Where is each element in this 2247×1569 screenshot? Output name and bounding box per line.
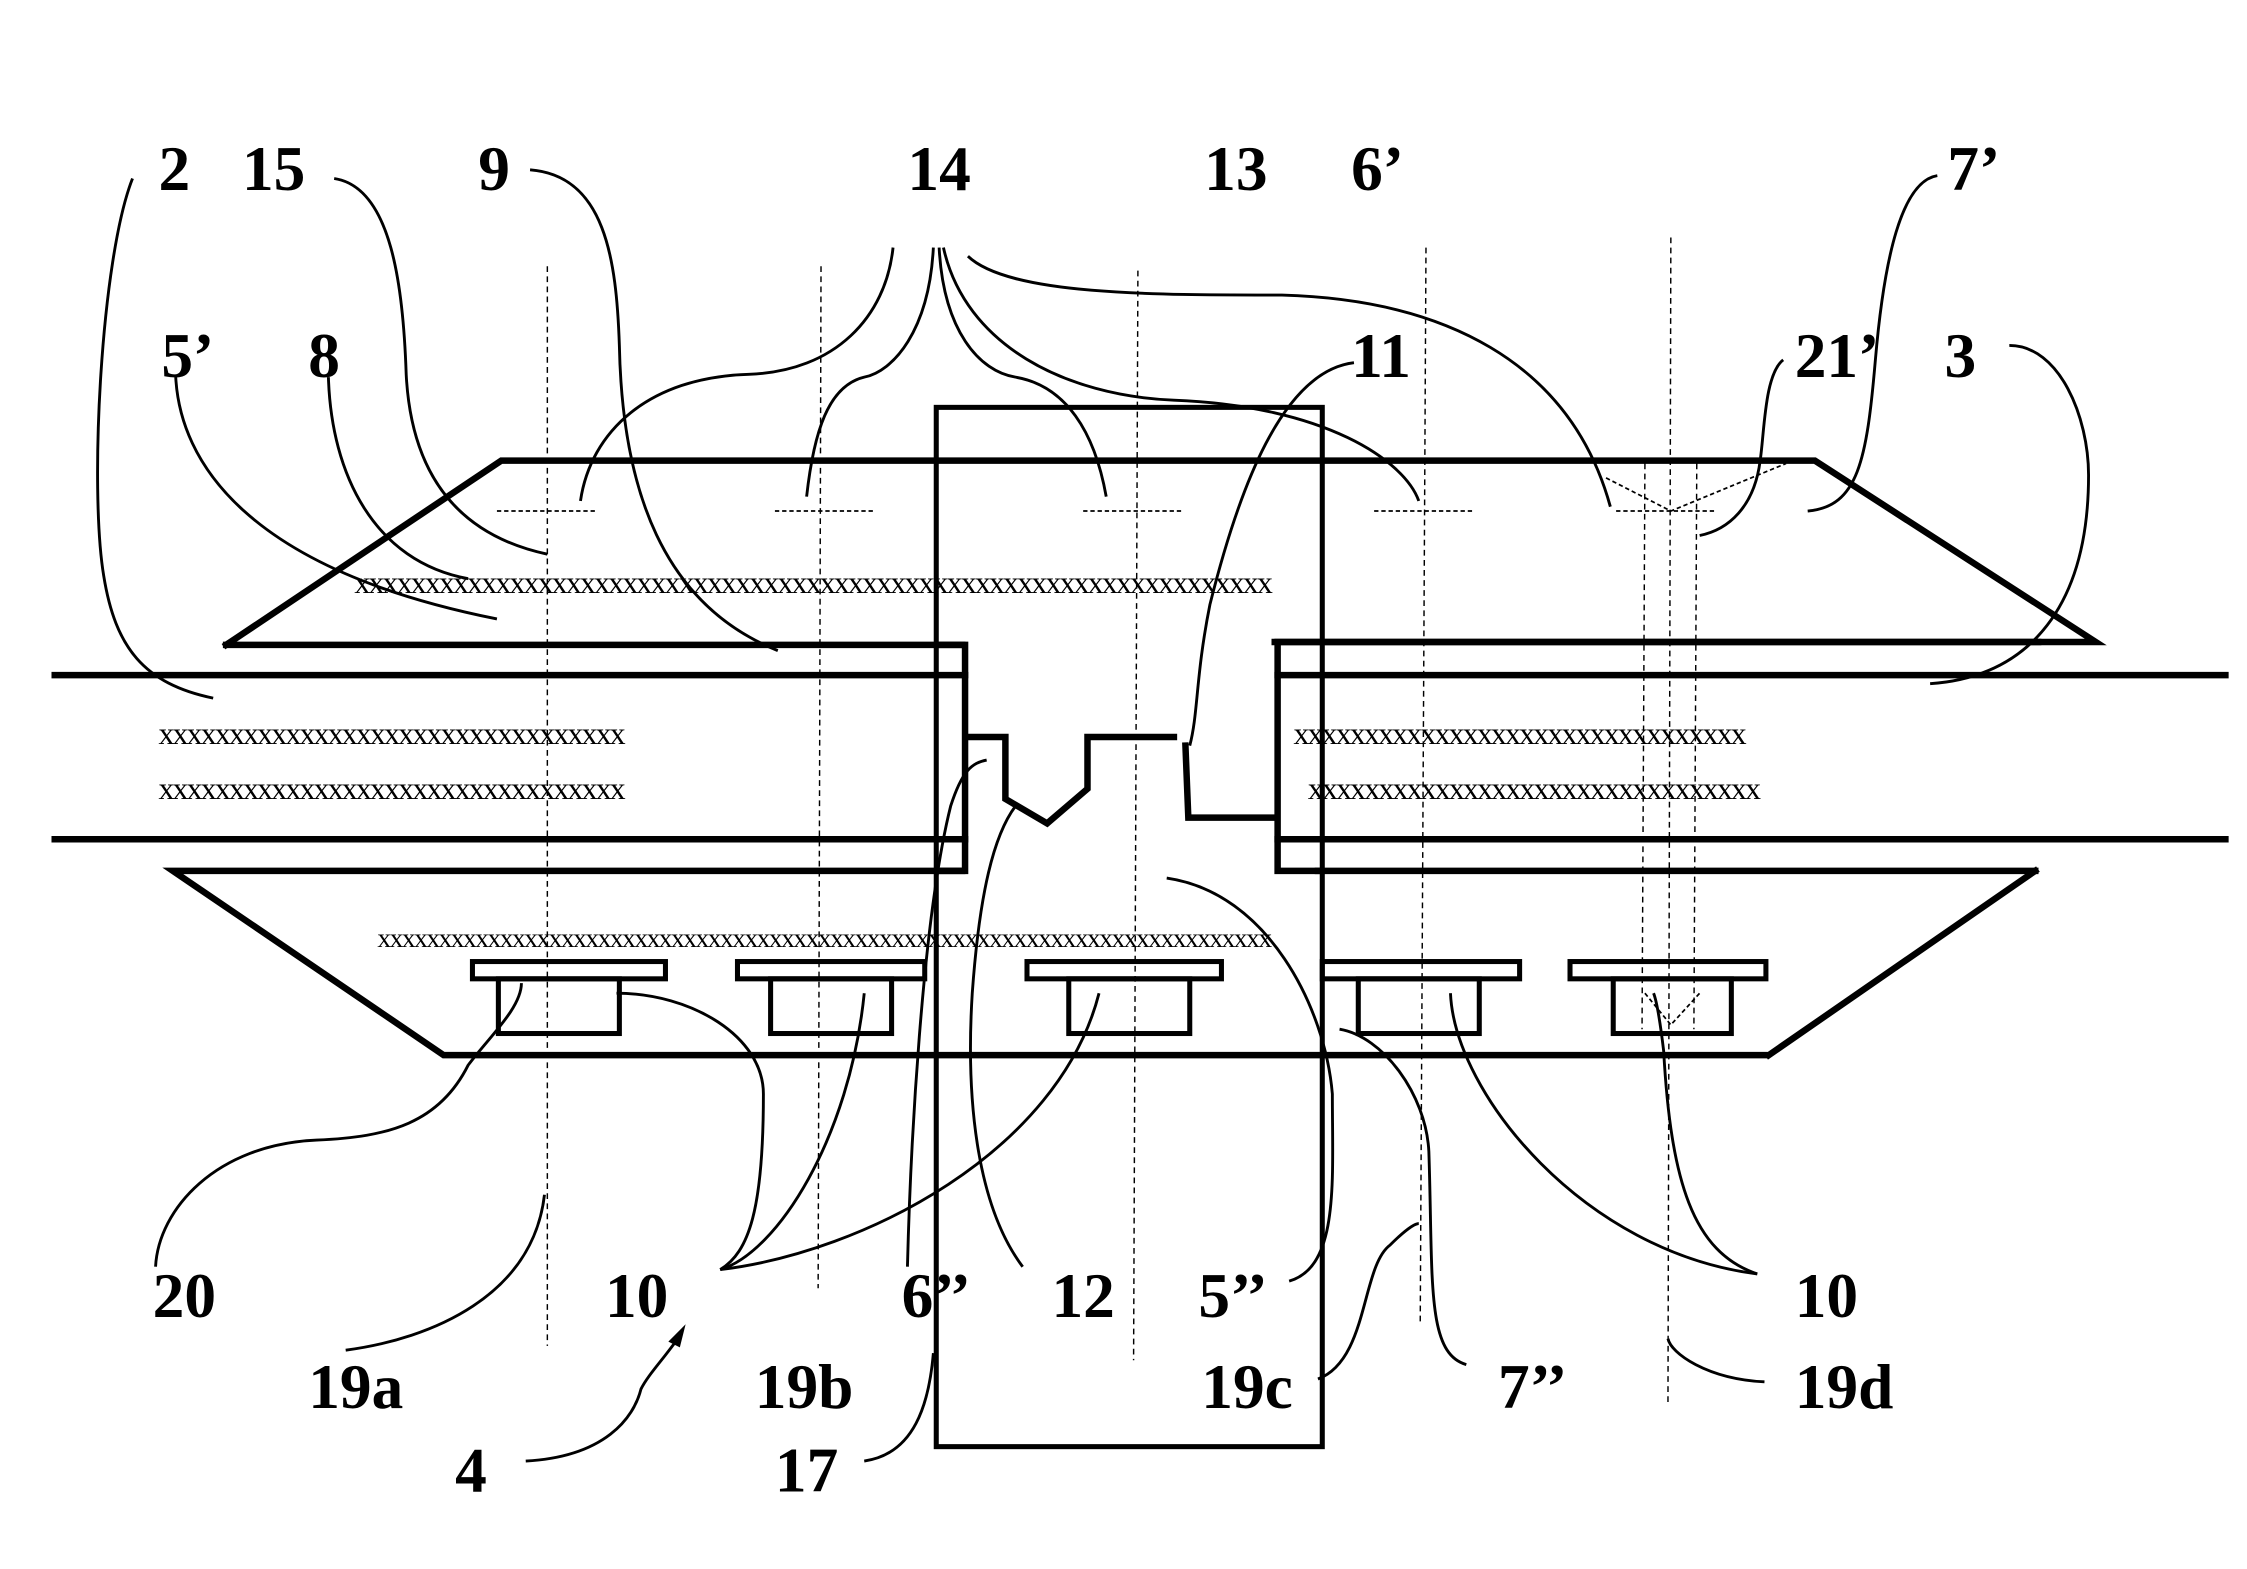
leader-19a: [345, 1194, 546, 1352]
leader-6pp: [906, 758, 987, 1267]
fastener-4: [1319, 959, 1523, 1037]
ref-11: 11: [1351, 321, 1411, 391]
ref-21-prime: 21’: [1795, 321, 1879, 391]
fastener-head: [469, 959, 668, 982]
leader-3: [1930, 344, 2090, 686]
leader-10b-1: [1449, 993, 1758, 1276]
countersink-hint-upper: [1605, 462, 1787, 512]
ref-5-double-prime: 5’’: [1198, 1261, 1267, 1331]
hatch-strip-right-1: xxxxxxxxxxxxxxxxxxxxxxxxxxxxxxxx: [1293, 716, 1746, 751]
ref-9: 9: [478, 134, 510, 204]
leader-14-b: [805, 247, 935, 497]
leader-lines: [96, 168, 2090, 1463]
hatch-lower-member: xxxxxxxxxxxxxxxxxxxxxxxxxxxxxxxxxxxxxxxx…: [377, 923, 1272, 953]
leader-11: [1188, 361, 1355, 746]
fasteners: [469, 959, 1769, 1037]
ref-19a: 19a: [308, 1352, 403, 1422]
axis-line-19c: [1419, 247, 1427, 1325]
ref-7-prime: 7’: [1947, 134, 2000, 204]
ref-3: 3: [1945, 321, 1977, 391]
leader-8: [326, 377, 469, 581]
fastener-shank: [495, 976, 622, 1037]
arrowhead-4: [668, 1324, 686, 1348]
leader-2: [96, 177, 214, 700]
ref-8: 8: [308, 321, 340, 391]
leader-19c: [1317, 1222, 1420, 1381]
ref-6-prime: 6’: [1351, 134, 1404, 204]
ref-2: 2: [158, 134, 190, 204]
axis-line-center: [1132, 270, 1139, 1361]
ref-20: 20: [153, 1261, 216, 1331]
axis-line-19d-left: [1641, 463, 1646, 1030]
keyed-profile: [966, 733, 1178, 828]
axis-lines: [546, 237, 1698, 1404]
lower-member-outline: [162, 867, 1768, 1059]
hatch-strip-left-2: xxxxxxxxxxxxxxxxxxxxxxxxxxxxxxxxx: [158, 771, 625, 806]
ref-13: 13: [1204, 134, 1267, 204]
ref-4: 4: [455, 1435, 487, 1505]
right-channel-wall: [1274, 638, 2042, 875]
fastener-shank: [1066, 976, 1193, 1037]
axis-line-19d: [1667, 237, 1672, 1404]
leader-14-c: [937, 247, 1108, 497]
ref-12: 12: [1051, 1261, 1114, 1331]
reference-numerals: 2 15 9 14 13 6’ 7’ 5’ 8 11 21’ 3 20 10 6…: [153, 134, 2001, 1505]
ref-19d: 19d: [1795, 1352, 1894, 1422]
leader-7p: [1807, 174, 1938, 513]
hatch-strip-right-2: xxxxxxxxxxxxxxxxxxxxxxxxxxxxxxxx: [1308, 771, 1761, 806]
hatch-strip-left-1: xxxxxxxxxxxxxxxxxxxxxxxxxxxxxxxxx: [158, 716, 625, 751]
ref-15: 15: [242, 134, 305, 204]
fastener-shank: [768, 976, 895, 1037]
ref-7-double-prime: 7’’: [1498, 1352, 1567, 1422]
ref-17: 17: [775, 1435, 838, 1505]
fastener-3: [1024, 959, 1224, 1037]
fastener-1: [469, 959, 668, 1037]
ref-19b: 19b: [755, 1352, 854, 1422]
ref-10-right: 10: [1795, 1261, 1858, 1331]
leader-7pp: [1339, 1027, 1467, 1366]
leader-10b-2: [1652, 992, 1758, 1276]
leader-5pp: [1166, 876, 1335, 1283]
leader-20: [154, 983, 523, 1267]
insert-body: [933, 404, 1325, 1450]
leader-9: [529, 168, 779, 652]
fastener-head: [1567, 959, 1769, 982]
axis-line-19d-right: [1693, 463, 1698, 1030]
fastener-head: [1319, 959, 1523, 982]
leader-10a-1: [616, 991, 765, 1271]
fastener-shank: [1610, 976, 1734, 1037]
fastener-shank: [1355, 976, 1482, 1037]
leader-14-e: [966, 255, 1612, 508]
leader-17: [864, 1352, 935, 1463]
leader-4: [525, 1334, 682, 1463]
ref-6-double-prime: 6’’: [902, 1261, 971, 1331]
fastener-head: [1024, 959, 1224, 982]
fastener-2: [734, 959, 928, 1037]
upper-member-outline: [221, 457, 2107, 650]
lower-member-right-slant: [1764, 866, 2040, 1060]
fastener-head: [734, 959, 928, 982]
ref-14: 14: [907, 134, 970, 204]
leader-14-d: [942, 247, 1421, 502]
leader-10a-2: [719, 993, 866, 1271]
ref-5-prime: 5’: [161, 321, 214, 391]
ref-19c: 19c: [1201, 1352, 1292, 1422]
step-profile: [1182, 742, 1278, 821]
leader-14-a: [579, 247, 895, 502]
leader-21p: [1699, 358, 1785, 537]
leader-5p: [174, 377, 498, 621]
axis-line-19b: [817, 266, 822, 1289]
leader-15: [333, 177, 548, 556]
leader-19d: [1666, 1338, 1765, 1384]
countersink-hint-lower: [1644, 992, 1701, 1027]
ref-10-left: 10: [605, 1261, 668, 1331]
leader-12: [969, 805, 1024, 1268]
hatch-upper-member: xxxxxxxxxxxxxxxxxxxxxxxxxxxxxxxxxxxxxxxx…: [354, 565, 1273, 600]
fastener-5: [1567, 959, 1769, 1037]
leader-10a-3: [720, 992, 1101, 1272]
